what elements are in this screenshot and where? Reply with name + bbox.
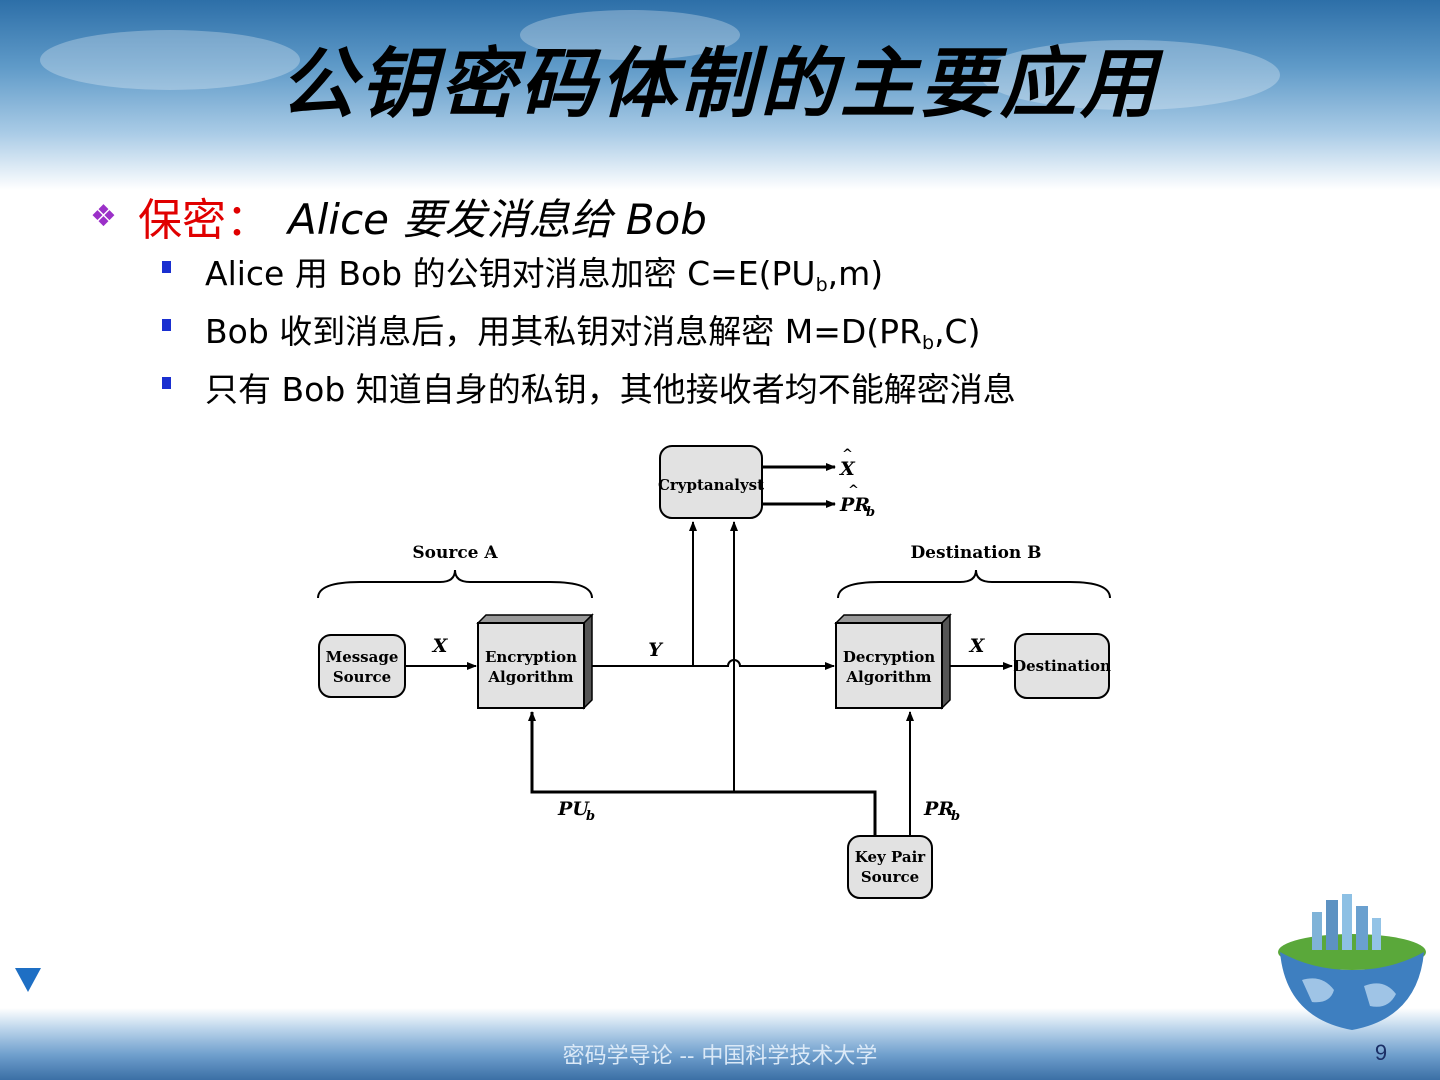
- diamond-cluster-icon: ❖: [90, 198, 117, 234]
- decryption-box: Decryption Algorithm: [834, 613, 952, 710]
- page-number: 9: [1374, 1040, 1388, 1065]
- svg-text:Cryptanalyst: Cryptanalyst: [658, 476, 764, 494]
- pr-b-label: PR b: [923, 798, 960, 824]
- sub-point-text: Bob 收到消息后，用其私钥对消息解密 M=D(PRb,C): [205, 311, 981, 354]
- sub-point-text: 只有 Bob 知道自身的私钥，其他接收者均不能解密消息: [205, 370, 1016, 409]
- main-point: ❖ 保密 ： Alice 要发消息给 Bob: [90, 190, 1390, 247]
- svg-text:Source: Source: [861, 868, 919, 886]
- square-bullet-icon: [162, 261, 171, 273]
- sub-point: Bob 收到消息后，用其私钥对消息解密 M=D(PRb,C): [162, 300, 1390, 358]
- footer-banner: [0, 1008, 1440, 1080]
- sub-point: Alice 用 Bob 的公钥对消息加密 C=E(PUb,m): [162, 242, 1390, 300]
- x-label-plaintext: X: [432, 635, 449, 657]
- pu-b-label: PU b: [557, 798, 595, 824]
- source-brace: [317, 569, 593, 599]
- destination-box: Destination: [1013, 633, 1111, 699]
- sub-point: 只有 Bob 知道自身的私钥，其他接收者均不能解密消息: [162, 358, 1390, 416]
- destination-b-header: Destination B: [910, 543, 1041, 563]
- x-label-recovered: X: [969, 635, 986, 657]
- svg-text:Decryption: Decryption: [843, 648, 935, 666]
- y-label: Y: [648, 639, 664, 661]
- triangle-down-icon[interactable]: [15, 968, 41, 992]
- svg-text:b: b: [586, 809, 595, 824]
- svg-text:PU: PU: [557, 798, 590, 820]
- svg-text:Algorithm: Algorithm: [487, 668, 573, 686]
- footer-text: 密码学导论 -- 中国科学技术大学: [562, 1044, 878, 1069]
- svg-text:b: b: [951, 809, 960, 824]
- square-bullet-icon: [162, 377, 171, 389]
- svg-text:b: b: [866, 505, 875, 520]
- public-key-arrow: [528, 711, 877, 836]
- svg-text:^: ^: [848, 483, 859, 498]
- svg-text:Key Pair: Key Pair: [855, 848, 926, 866]
- y-ciphertext-arrow: [592, 659, 835, 670]
- x-hat-caret: ^: [842, 447, 853, 462]
- svg-text:Algorithm: Algorithm: [845, 668, 931, 686]
- main-point-label: 保密: [138, 195, 226, 246]
- pr-hat-label: PR b ^: [839, 483, 875, 520]
- svg-text:Destination: Destination: [1013, 657, 1111, 675]
- cryptanalyst-box: Cryptanalyst: [658, 445, 764, 519]
- encryption-diagram: Cryptanalyst X ^ PR b ^ Source A Destina…: [317, 445, 1111, 899]
- slide-title: 公钥密码体制的主要应用: [280, 39, 1160, 128]
- message-source-box: Message Source: [318, 634, 406, 698]
- svg-text:Message: Message: [326, 648, 399, 666]
- sub-point-text: Alice 用 Bob 的公钥对消息加密 C=E(PUb,m): [205, 253, 884, 296]
- svg-text:PR: PR: [923, 798, 954, 820]
- svg-text:Source: Source: [333, 668, 391, 686]
- svg-text:PR: PR: [839, 494, 870, 516]
- key-pair-source-box: Key Pair Source: [847, 835, 933, 899]
- x-hat-label: X: [839, 458, 856, 480]
- slide-content: ❖ 保密 ： Alice 要发消息给 Bob Alice 用 Bob 的公钥对消…: [90, 190, 1390, 416]
- source-a-header: Source A: [412, 543, 498, 563]
- header-banner: [0, 0, 1440, 190]
- main-point-colon: ：: [226, 195, 270, 246]
- square-bullet-icon: [162, 319, 171, 331]
- encryption-box: Encryption Algorithm: [476, 613, 594, 710]
- destination-brace: [837, 569, 1111, 599]
- svg-text:Encryption: Encryption: [485, 648, 577, 666]
- globe-city-icon: [1278, 894, 1426, 1030]
- main-point-text: Alice 要发消息给 Bob: [288, 194, 707, 244]
